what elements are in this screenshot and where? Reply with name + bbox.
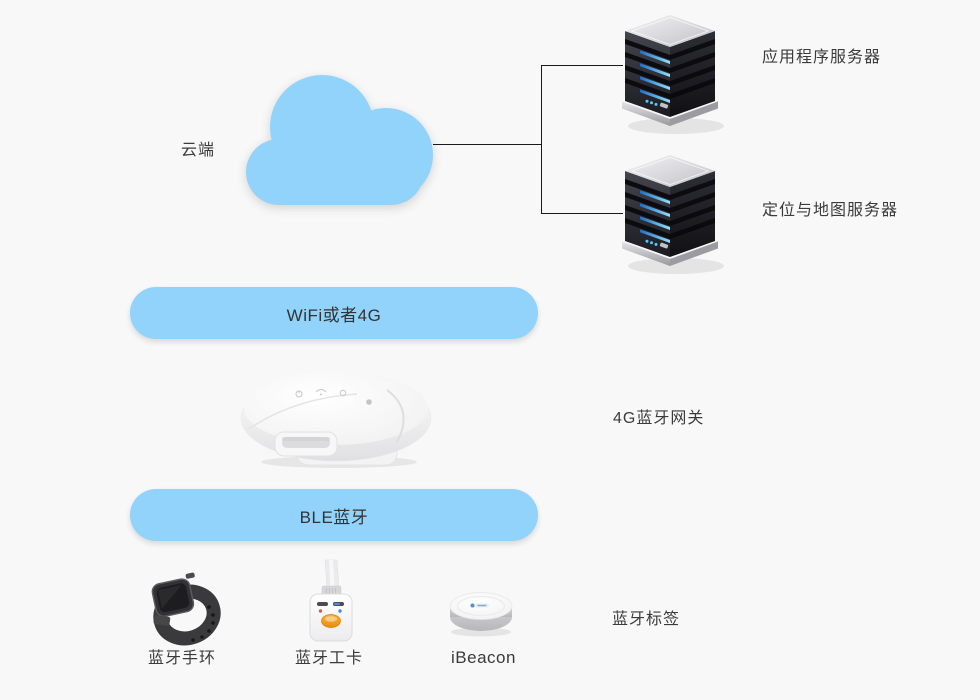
wifi-4g-link-bar: WiFi或者4G bbox=[130, 287, 538, 339]
tag-group-label: 蓝牙标签 bbox=[612, 611, 681, 628]
cloud-label: 云端 bbox=[181, 142, 216, 159]
connector-cloud-to-servers bbox=[433, 144, 541, 145]
app-server-label: 应用程序服务器 bbox=[762, 49, 882, 66]
map-server-icon bbox=[622, 155, 724, 274]
map-server-label: 定位与地图服务器 bbox=[762, 202, 899, 219]
work-badge-icon bbox=[309, 559, 353, 642]
bluetooth-wristband-icon bbox=[151, 572, 221, 646]
gateway-status-icons bbox=[295, 389, 372, 405]
gateway-icon bbox=[240, 371, 432, 468]
ble-link-label: BLE蓝牙 bbox=[299, 507, 369, 527]
ibeacon-logo bbox=[470, 603, 489, 608]
work-badge-label: 蓝牙工卡 bbox=[295, 650, 364, 667]
connector-vertical bbox=[541, 65, 542, 214]
ibeacon-label: iBeacon bbox=[451, 648, 516, 667]
cloud-icon bbox=[246, 75, 433, 205]
gateway-label: 4G蓝牙网关 bbox=[613, 410, 705, 427]
ble-link-bar: BLE蓝牙 bbox=[130, 489, 538, 541]
connector-to-app-server bbox=[541, 65, 623, 66]
wristband-label: 蓝牙手环 bbox=[148, 650, 217, 667]
app-server-icon bbox=[622, 15, 724, 134]
connector-to-map-server bbox=[541, 213, 623, 214]
wifi-4g-link-label: WiFi或者4G bbox=[286, 305, 382, 325]
ibeacon-icon bbox=[449, 592, 513, 637]
